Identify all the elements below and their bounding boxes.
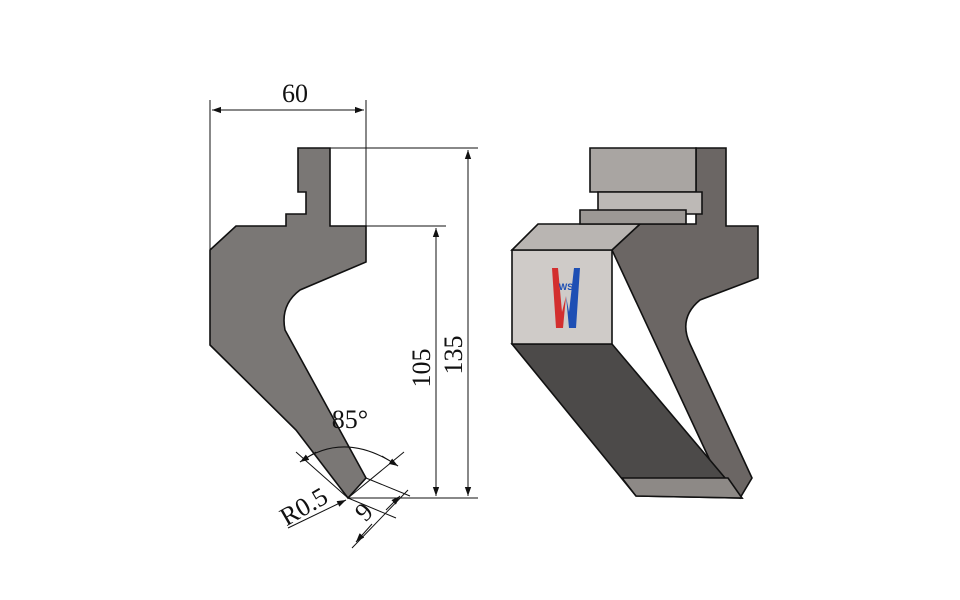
profile-view — [209, 147, 367, 500]
dimension-lower-height: 105 — [366, 225, 446, 496]
punch-profile — [209, 147, 367, 500]
ws-logo: WS — [552, 268, 580, 328]
width-dimension-label: 60 — [282, 79, 308, 108]
dimension-width: 60 — [209, 79, 367, 252]
iso-tip-strip — [620, 477, 744, 499]
dimension-angle: 85° — [295, 405, 405, 499]
iso-tang-front — [589, 147, 697, 193]
isometric-view: WS — [510, 147, 759, 500]
logo-left-stroke — [552, 268, 566, 328]
radius-label: R0.5 — [275, 482, 333, 532]
lower-height-label: 105 — [407, 349, 436, 388]
logo-right-stroke — [566, 268, 580, 328]
dimension-total-height: 135 — [330, 147, 478, 499]
dimension-radius: R0.5 — [275, 482, 347, 532]
iso-side-face — [611, 147, 759, 500]
iso-tang-ledge — [579, 209, 687, 225]
iso-front-face — [511, 249, 613, 345]
angle-label: 85° — [332, 405, 368, 434]
iso-tang-step — [597, 191, 703, 215]
tip-width-label: 9 — [349, 497, 379, 527]
total-height-label: 135 — [439, 336, 468, 375]
logo-letters: WS — [559, 282, 574, 292]
